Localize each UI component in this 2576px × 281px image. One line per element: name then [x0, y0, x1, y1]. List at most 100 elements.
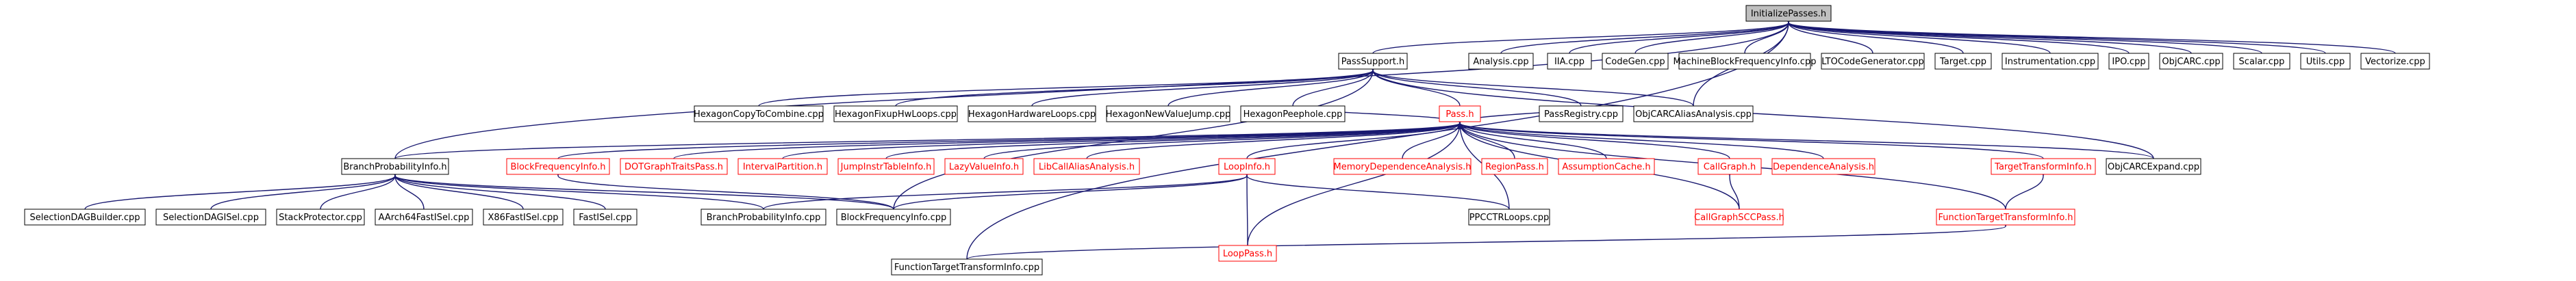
- node-jump-instr-h[interactable]: JumpInstrTableInfo.h: [837, 158, 935, 175]
- edge-initialize_passes-to-vectorize_cpp: [1784, 16, 2396, 54]
- node-box: [1991, 158, 2096, 175]
- node-pass-registry-cpp[interactable]: PassRegistry.cpp: [1539, 105, 1624, 122]
- node-box: [2002, 53, 2099, 70]
- node-hex-c2c[interactable]: HexagonCopyToCombine.cpp: [694, 105, 824, 122]
- node-x86-fisel-cpp[interactable]: X86FastISel.cpp: [483, 209, 564, 226]
- node-dot-graph-h[interactable]: DOTGraphTraitsPass.h: [620, 158, 728, 175]
- node-box: [1678, 53, 1811, 70]
- node-ipo-cpp[interactable]: IPO.cpp: [2108, 53, 2149, 70]
- node-label: JumpInstrTableInfo.h: [840, 162, 932, 172]
- node-loopinfo-h[interactable]: LoopInfo.h: [1218, 158, 1276, 175]
- node-bpi-h[interactable]: BranchProbabilityInfo.h: [341, 158, 449, 175]
- node-label: LoopPass.h: [1223, 249, 1272, 259]
- edge-pass_support_h-to-objcarc_expand_cpp: [1369, 64, 2154, 159]
- node-box: [1934, 53, 1992, 70]
- node-label: MemoryDependenceAnalysis.h: [1334, 162, 1472, 172]
- node-box: [1106, 105, 1230, 122]
- node-iia-cpp[interactable]: IIA.cpp: [1547, 53, 1592, 70]
- node-interval-partition-h[interactable]: IntervalPartition.h: [737, 158, 828, 175]
- node-ftti-h[interactable]: FunctionTargetTransformInfo.h: [1936, 209, 2075, 226]
- edge-bpi_h-to-stack_protector_cpp: [320, 170, 399, 210]
- edge-tti_h-to-ftti_h: [2005, 170, 2047, 210]
- edge-initialize_passes-to-codegen_cpp: [1634, 16, 1792, 54]
- node-box: [1771, 158, 1876, 175]
- node-utils-cpp[interactable]: Utils.cpp: [2300, 53, 2351, 70]
- edge-pass_h-to-jump_instr_h: [885, 117, 1464, 159]
- node-box: [1821, 53, 1925, 70]
- edge-bpi_h-to-sdag_builder_cpp: [84, 170, 399, 210]
- node-box: [1218, 158, 1276, 175]
- node-bfi-h[interactable]: BlockFrequencyInfo.h: [506, 158, 610, 175]
- node-region-pass-h[interactable]: RegionPass.h: [1481, 158, 1548, 175]
- edge-initialize_passes-to-instrumentation_cpp: [1784, 16, 2051, 54]
- node-label: InitializePasses.h: [1751, 9, 1826, 19]
- node-ppc-ctr-cpp[interactable]: PPCCTRLoops.cpp: [1468, 209, 1550, 226]
- node-box: [1240, 105, 1346, 122]
- node-bfi-cpp[interactable]: BlockFrequencyInfo.cpp: [836, 209, 951, 226]
- node-vectorize-cpp[interactable]: Vectorize.cpp: [2360, 53, 2430, 70]
- node-box: [1697, 158, 1762, 175]
- node-pass-support-h[interactable]: PassSupport.h: [1338, 53, 1408, 70]
- node-codegen-cpp[interactable]: CodeGen.cpp: [1602, 53, 1669, 70]
- node-objcarc-expand-cpp[interactable]: ObjCARCExpand.cpp: [2106, 158, 2201, 175]
- node-label: IntervalPartition.h: [743, 162, 822, 172]
- node-sdag-builder-cpp[interactable]: SelectionDAGBuilder.cpp: [24, 209, 146, 226]
- node-lazy-value-h[interactable]: LazyValueInfo.h: [944, 158, 1024, 175]
- node-box: [2159, 53, 2223, 70]
- node-bpi-cpp[interactable]: BranchProbabilityInfo.cpp: [700, 209, 826, 226]
- node-box: [1481, 158, 1548, 175]
- node-label: LazyValueInfo.h: [949, 162, 1019, 172]
- edge-initialize_passes-to-target_cpp: [1784, 16, 1964, 54]
- node-objcarc-cpp[interactable]: ObjCARC.cpp: [2159, 53, 2223, 70]
- node-assumption-cache-h[interactable]: AssumptionCache.h: [1558, 158, 1655, 175]
- node-ftti-cpp[interactable]: FunctionTargetTransformInfo.cpp: [891, 258, 1043, 276]
- node-target-cpp[interactable]: Target.cpp: [1934, 53, 1992, 70]
- node-label: ObjCARC.cpp: [2162, 57, 2220, 67]
- node-stack-protector-cpp[interactable]: StackProtector.cpp: [276, 209, 365, 226]
- edge-bpi_h-to-sdag_isel_cpp: [210, 170, 399, 210]
- node-analysis-cpp[interactable]: Analysis.cpp: [1468, 53, 1534, 70]
- node-tti-h[interactable]: TargetTransformInfo.h: [1991, 158, 2096, 175]
- edge-callgraph_h-to-callgraph_scc_h: [1726, 170, 1740, 210]
- node-lto-cg-cpp[interactable]: LTOCodeGenerator.cpp: [1821, 53, 1925, 70]
- node-hex-nvj[interactable]: HexagonNewValueJump.cpp: [1106, 105, 1230, 122]
- node-aarch64-fisel-cpp[interactable]: AArch64FastISel.cpp: [375, 209, 473, 226]
- node-label: Pass.h: [1445, 109, 1474, 120]
- node-libcall-aa-h[interactable]: LibCallAliasAnalysis.h: [1033, 158, 1140, 175]
- node-memdep-h[interactable]: MemoryDependenceAnalysis.h: [1333, 158, 1472, 175]
- node-box: [833, 105, 958, 122]
- node-looppass-h[interactable]: LoopPass.h: [1218, 245, 1277, 262]
- node-instrumentation-cpp[interactable]: Instrumentation.cpp: [2002, 53, 2099, 70]
- node-box: [2300, 53, 2351, 70]
- node-box: [483, 209, 564, 226]
- node-pass-h[interactable]: Pass.h: [1439, 105, 1481, 122]
- node-callgraph-scc-h[interactable]: CallGraphSCCPass.h: [1694, 209, 1784, 226]
- node-label: ObjCARCExpand.cpp: [2108, 162, 2199, 172]
- node-objcarc-aa-cpp[interactable]: ObjCARCAliasAnalysis.cpp: [1633, 105, 1754, 122]
- node-label: HexagonNewValueJump.cpp: [1106, 109, 1230, 120]
- edges: [84, 16, 2396, 260]
- node-label: PPCCTRLoops.cpp: [1469, 213, 1550, 223]
- node-box: [891, 258, 1043, 276]
- node-box: [1539, 105, 1624, 122]
- node-mbfi-cpp[interactable]: MachineBlockFrequencyInfo.cpp: [1674, 53, 1817, 70]
- edge-pass_h-to-callgraph_h: [1456, 117, 1730, 159]
- node-scalar-cpp[interactable]: Scalar.cpp: [2233, 53, 2290, 70]
- node-box: [506, 158, 610, 175]
- node-hex-peephole[interactable]: HexagonPeephole.cpp: [1240, 105, 1346, 122]
- node-sdag-isel-cpp[interactable]: SelectionDAGISel.cpp: [155, 209, 266, 226]
- node-label: Target.cpp: [1939, 57, 1986, 67]
- node-initialize-passes[interactable]: InitializePasses.h: [1745, 5, 1832, 22]
- node-hex-fixup[interactable]: HexagonFixupHwLoops.cpp: [833, 105, 958, 122]
- node-label: CodeGen.cpp: [1605, 57, 1665, 67]
- node-label: MachineBlockFrequencyInfo.cpp: [1674, 57, 1817, 67]
- node-callgraph-h[interactable]: CallGraph.h: [1697, 158, 1762, 175]
- node-hex-hwloops[interactable]: HexagonHardwareLoops.cpp: [968, 105, 1096, 122]
- node-fastisel-cpp[interactable]: FastISel.cpp: [573, 209, 637, 226]
- edge-pass_h-to-libcall_aa_h: [1086, 117, 1464, 159]
- node-label: IPO.cpp: [2112, 57, 2145, 67]
- node-box: [375, 209, 473, 226]
- node-label: CallGraph.h: [1704, 162, 1756, 172]
- node-dependence-h[interactable]: DependenceAnalysis.h: [1771, 158, 1876, 175]
